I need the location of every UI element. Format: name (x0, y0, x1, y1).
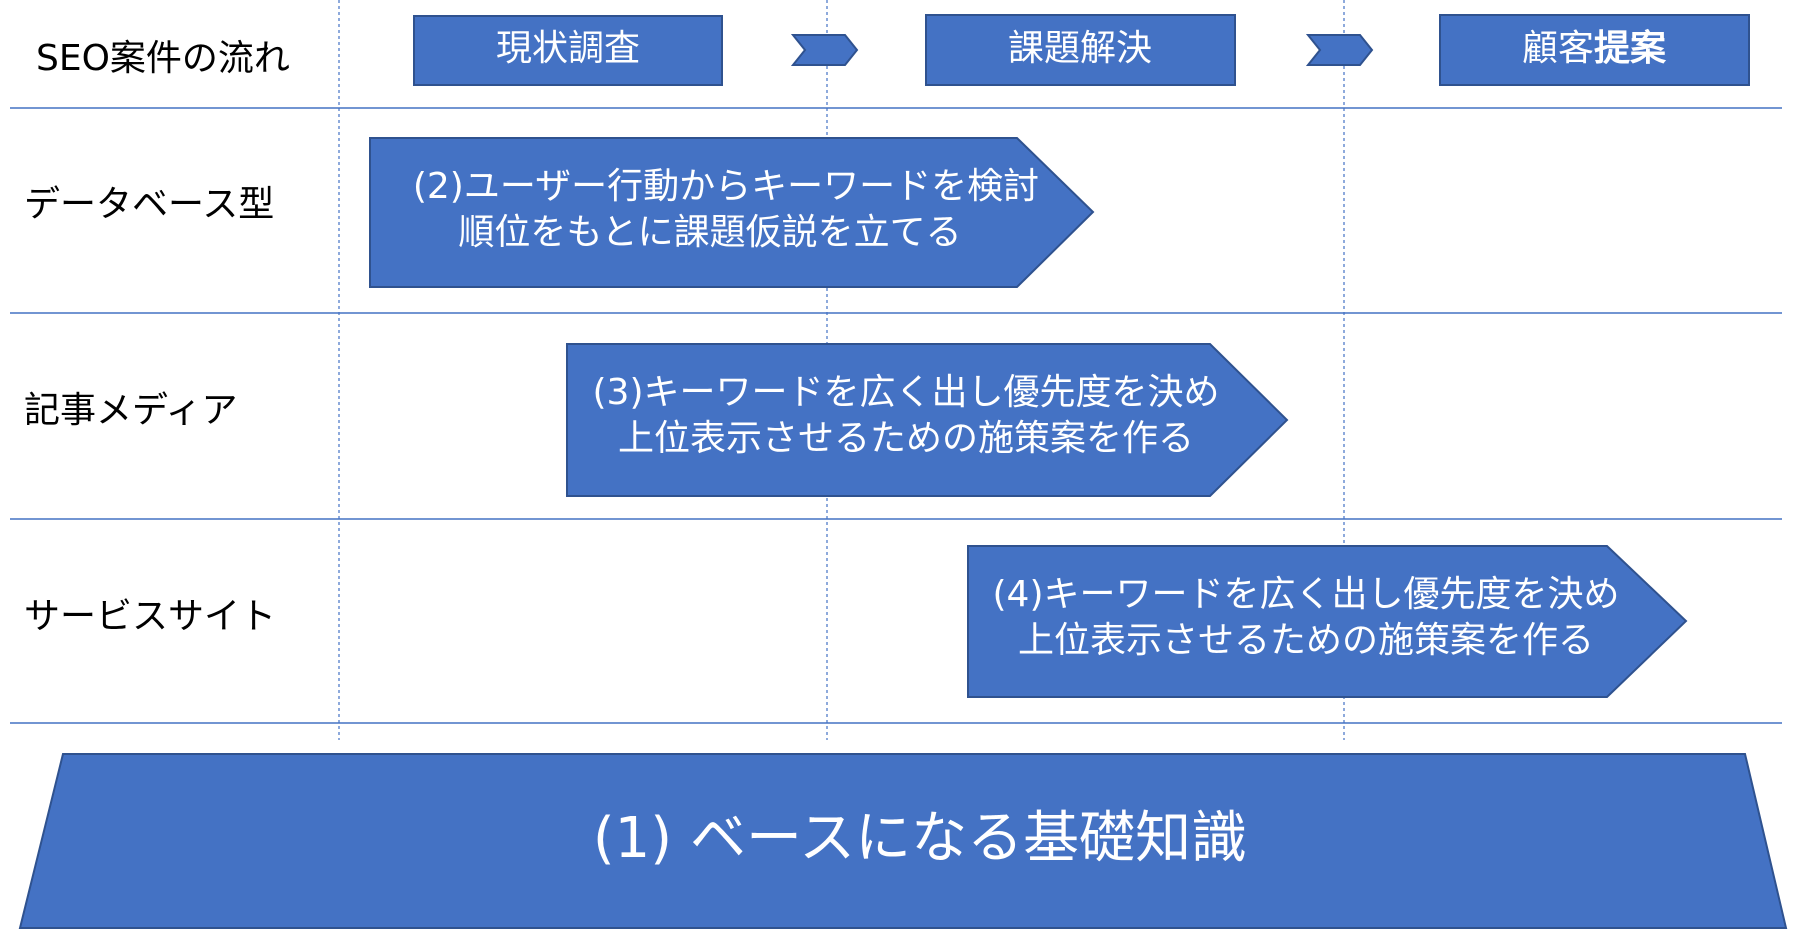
step4-arrow (967, 545, 1688, 698)
phase-box-survey (413, 15, 723, 86)
phase-box-solve (925, 14, 1236, 86)
step2-arrow (369, 137, 1095, 288)
row-label-service: サービスサイト (24, 596, 276, 637)
phase-label-solve: 課題解決 (1008, 28, 1152, 69)
step4-line1: (4)キーワードを広く出し優先度を決め (993, 574, 1620, 615)
chevron-arrow-1-icon (790, 34, 859, 66)
step3-arrow (566, 343, 1289, 497)
phase-box-proposal (1439, 14, 1750, 86)
chevron-arrow-2-icon (1305, 34, 1374, 66)
step3-line1: (3)キーワードを広く出し優先度を決め (593, 372, 1220, 413)
step4-line2: 上位表示させるための施策案を作る (1018, 620, 1594, 661)
row-label-media: 記事メディア (24, 390, 237, 431)
row-label-flow: SEO案件の流れ (36, 38, 290, 79)
step2-line2: 順位をもとに課題仮説を立てる (458, 212, 961, 253)
step3-line2: 上位表示させるための施策案を作る (618, 418, 1194, 459)
base-knowledge-trapezoid (18, 753, 1788, 929)
phase-label-proposal: 顧客提案 (1522, 28, 1667, 69)
phase-label-proposal-prefix: 顧客 (1522, 28, 1594, 69)
row-label-database: データベース型 (24, 184, 274, 225)
base-knowledge-label: (1) ベースになる基礎知識 (593, 806, 1247, 871)
phase-label-survey: 現状調査 (496, 28, 640, 69)
step2-line1: (2)ユーザー行動からキーワードを検討 (413, 166, 1039, 207)
phase-label-proposal-bold: 提案 (1594, 28, 1667, 69)
